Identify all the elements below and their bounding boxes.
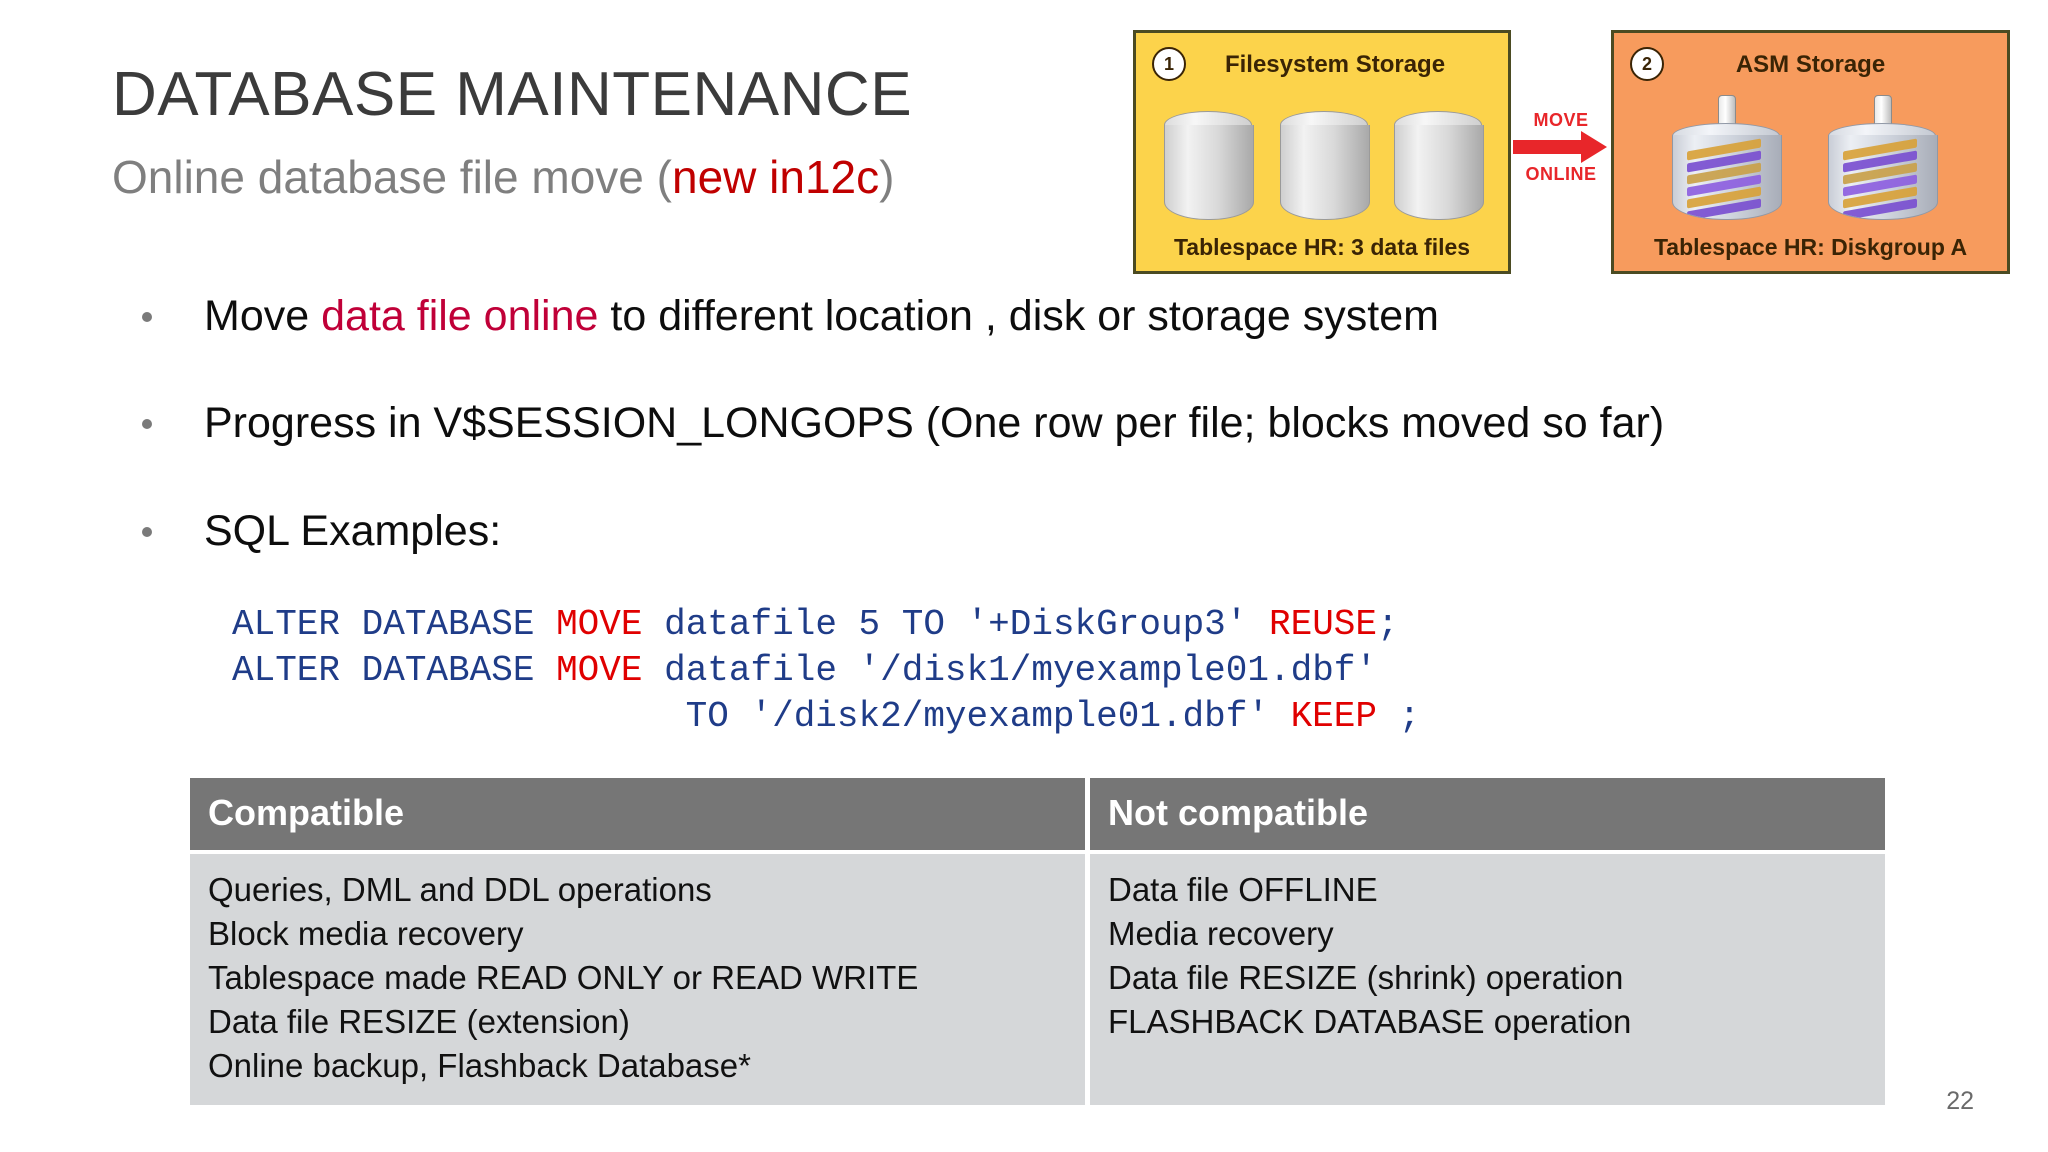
subtitle-text-after: ) (879, 151, 895, 203)
bullet-dot-icon (142, 419, 152, 430)
sql-1-p1: ALTER DATABASE (232, 604, 557, 645)
asm-storage-panel: 2 ASM Storage (1611, 30, 2010, 274)
bullet-item-progress: Progress in V$SESSION_LONGOPS (One row p… (132, 399, 1932, 448)
bullet-text: Progress in V$SESSION_LONGOPS (One row p… (204, 399, 1665, 448)
online-label: ONLINE (1525, 164, 1597, 184)
sql-2-p2: datafile '/disk1/myexample01.dbf' (642, 650, 1378, 692)
bullet-text: SQL Examples: (204, 506, 502, 555)
move-label: MOVE (1533, 110, 1589, 130)
bullet-1-before: Move (204, 292, 322, 340)
bullet-text: Move data file online to different locat… (204, 292, 1932, 341)
bullet-item-sql-examples: SQL Examples: (132, 507, 1932, 556)
bullet-dot-icon (142, 526, 152, 537)
sql-1-p3: ; (1377, 604, 1399, 645)
data-file-drum-icon (1280, 111, 1370, 220)
bullet-1-highlight: data file online (321, 292, 599, 340)
arrow-head-icon (1581, 131, 1607, 163)
cell-not-compatible-list: Data file OFFLINE Media recovery Data fi… (1090, 854, 1885, 1106)
list-item: Media recovery (1108, 914, 1334, 952)
list-item: FLASHBACK DATABASE operation (1108, 1002, 1632, 1040)
storage-move-diagram: 1 Filesystem Storage Tablespace HR: 3 da… (1133, 30, 2013, 274)
arrow-shaft-icon (1513, 140, 1585, 154)
sql-3-p2: ; (1377, 696, 1421, 738)
asm-storage-title: ASM Storage (1735, 51, 1886, 78)
subtitle-highlight: new in12c (671, 151, 880, 203)
bullet-1-after: to different location , disk or storage … (598, 292, 1439, 340)
page-subtitle: Online database file move (new in12c) (112, 152, 894, 203)
sql-line-1: ALTER DATABASE MOVE datafile 5 TO '+Disk… (232, 604, 1399, 645)
step-2-badge: 2 (1630, 47, 1664, 81)
bullet-item-move: Move data file online to different locat… (132, 292, 1932, 341)
column-header-not-compatible: Not compatible (1090, 778, 1885, 850)
step-1-badge: 1 (1152, 47, 1186, 81)
move-online-arrow: MOVE ONLINE (1511, 30, 1611, 274)
subtitle-text-before: Online database file move ( (112, 151, 672, 203)
filesystem-storage-title: Filesystem Storage (1224, 51, 1446, 78)
asm-storage-caption: Tablespace HR: Diskgroup A (1653, 234, 1968, 260)
bullet-dot-icon (142, 312, 152, 322)
sql-line-3: TO '/disk2/myexample01.dbf' KEEP ; (232, 696, 1421, 738)
list-item: Queries, DML and DDL operations (208, 871, 712, 908)
list-item: Block media recovery (208, 914, 524, 952)
sql-2-p1: ALTER DATABASE (232, 650, 557, 692)
data-file-drum-icon (1394, 111, 1484, 220)
sql-code-block: ALTER DATABASE MOVE datafile 5 TO '+Disk… (232, 602, 1420, 740)
sql-1-keyword-move: MOVE (556, 604, 643, 645)
bullet-list: Move data file online to different locat… (132, 292, 1932, 614)
list-item: Online backup, Flashback Database* (208, 1046, 751, 1084)
sql-1-p2: datafile 5 TO '+DiskGroup3' (642, 604, 1269, 645)
cell-compatible-list: Queries, DML and DDL operations Block me… (190, 854, 1085, 1106)
column-header-compatible: Compatible (190, 778, 1085, 850)
data-file-drum-icon (1164, 111, 1254, 220)
table-body-row: Queries, DML and DDL operations Block me… (190, 854, 1885, 1106)
list-item: Data file OFFLINE (1108, 871, 1378, 908)
sql-3-p1: TO '/disk2/myexample01.dbf' (232, 696, 1291, 738)
sql-2-keyword-move: MOVE (556, 650, 643, 692)
table-header-row: Compatible Not compatible (190, 778, 1885, 850)
sql-1-keyword-reuse: REUSE (1269, 604, 1378, 645)
page-number: 22 (1946, 1087, 1974, 1115)
list-item: Data file RESIZE (extension) (208, 1002, 630, 1040)
sql-3-keyword-keep: KEEP (1290, 696, 1377, 738)
list-item: Data file RESIZE (shrink) operation (1108, 958, 1624, 996)
page-title: DATABASE MAINTENANCE (112, 60, 913, 129)
asm-disk-icon (1828, 95, 1938, 223)
sql-line-2: ALTER DATABASE MOVE datafile '/disk1/mye… (232, 650, 1377, 691)
list-item: Tablespace made READ ONLY or READ WRITE (208, 958, 919, 996)
filesystem-storage-panel: 1 Filesystem Storage Tablespace HR: 3 da… (1133, 30, 1511, 274)
asm-disk-icon (1672, 95, 1782, 223)
filesystem-storage-caption: Tablespace HR: 3 data files (1173, 234, 1471, 260)
compatibility-table: Compatible Not compatible Queries, DML a… (190, 778, 1885, 1106)
